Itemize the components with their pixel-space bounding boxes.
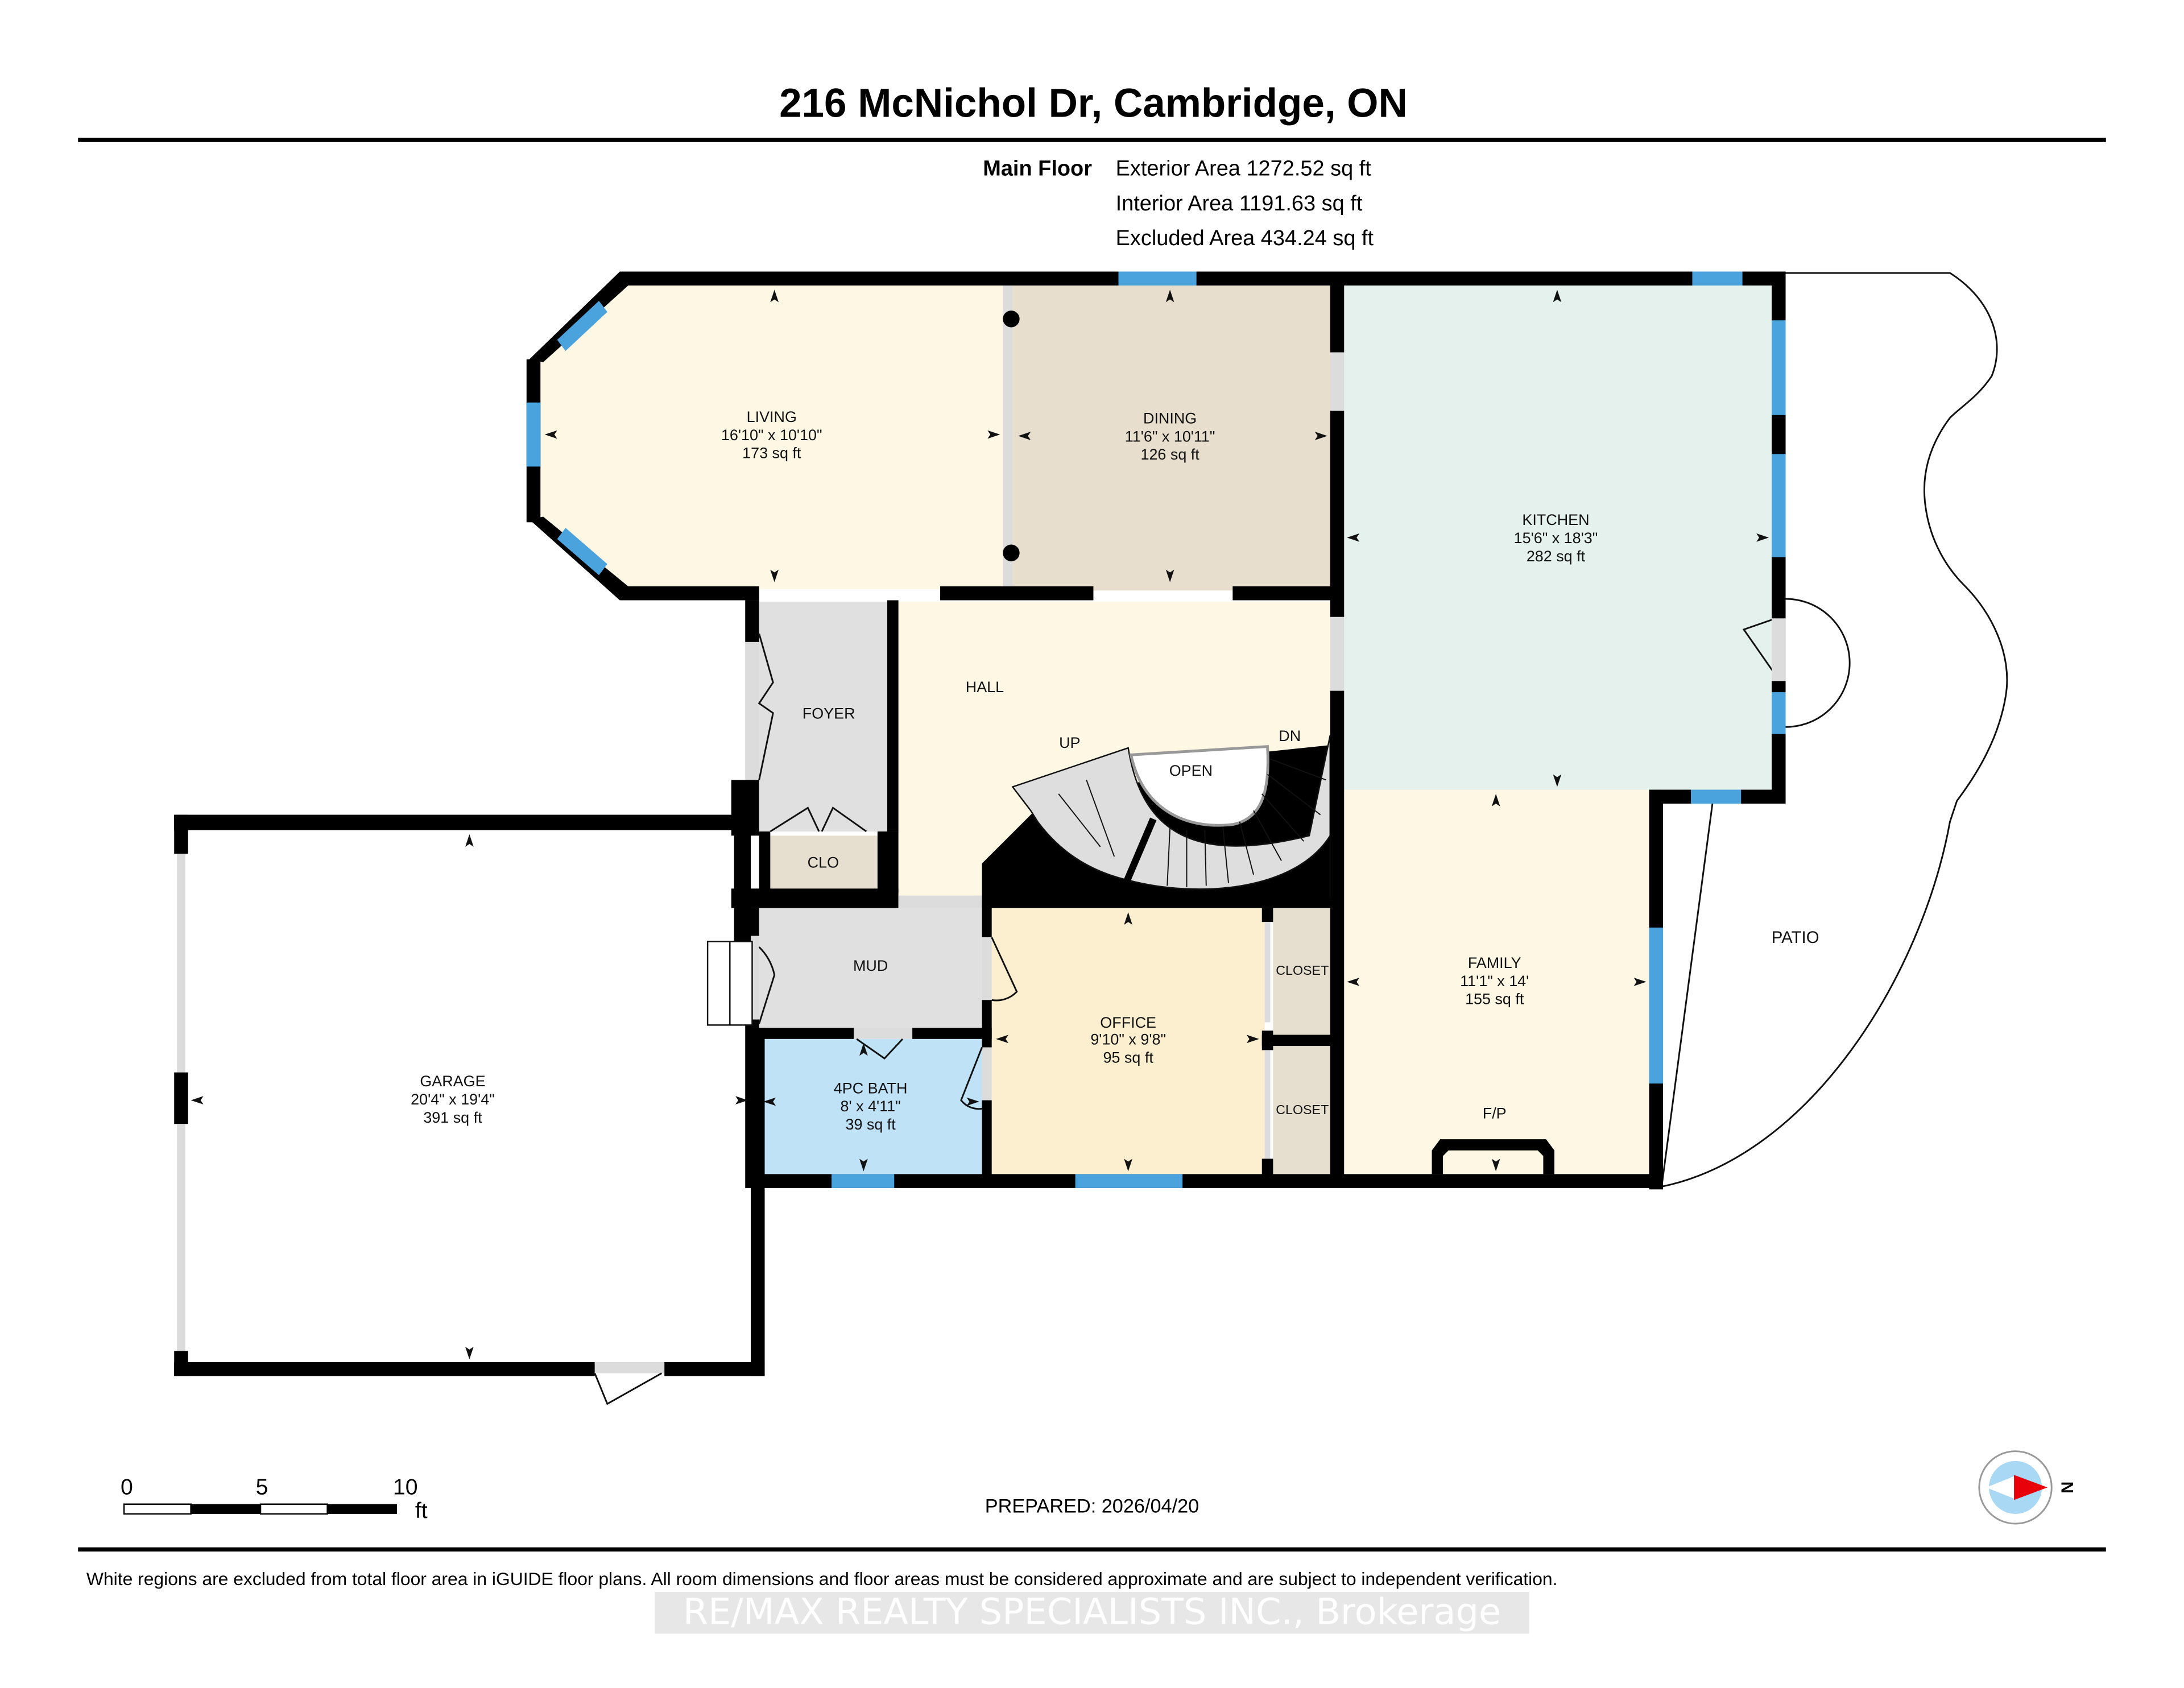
room-name-dining: DINING — [1143, 409, 1197, 427]
room-mud — [759, 908, 982, 1028]
exterior-area: Exterior Area 1272.52 sq ft — [1116, 157, 1372, 181]
scale-tick-0: 0 — [121, 1475, 133, 1500]
room-dining — [1012, 286, 1332, 591]
room-dims-office: 9'10" x 9'8" — [1090, 1031, 1166, 1048]
room-area-dining: 126 sq ft — [1140, 446, 1199, 463]
room-name-bath: 4PC BATH — [834, 1079, 908, 1097]
walls — [174, 271, 1786, 1376]
stairs-up-label: UP — [1059, 734, 1080, 751]
staircase: UP DN OPEN — [982, 727, 1331, 903]
compass-north-label: N — [2057, 1482, 2076, 1493]
fireplace-label: F/P — [1483, 1104, 1507, 1122]
header-divider — [78, 138, 2106, 142]
patio-outline — [1660, 272, 2008, 1188]
floor-label: Main Floor — [983, 157, 1092, 181]
room-area-office: 95 sq ft — [1103, 1049, 1154, 1066]
room-area-kitchen: 282 sq ft — [1527, 548, 1586, 565]
stairs-down-label: DN — [1279, 727, 1301, 744]
room-name-kitchen: KITCHEN — [1522, 511, 1589, 528]
room-dims-garage: 20'4" x 19'4" — [411, 1091, 495, 1108]
room-family — [1342, 789, 1652, 1174]
room-dims-dining: 11'6" x 10'11" — [1125, 428, 1215, 445]
room-foyer — [759, 601, 899, 831]
room-area-family: 155 sq ft — [1465, 991, 1524, 1008]
doors — [594, 598, 1851, 1405]
room-dims-kitchen: 15'6" x 18'3" — [1514, 529, 1598, 547]
scale-unit: ft — [415, 1499, 428, 1523]
room-garage — [185, 830, 754, 1362]
room-name-family: FAMILY — [1468, 954, 1521, 971]
room-labels: LIVING 16'10" x 10'10" 173 sq ft DINING … — [411, 408, 1598, 1133]
room-name-clo: CLO — [808, 854, 839, 871]
page-title: 216 McNichol Dr, Cambridge, ON — [779, 81, 1408, 126]
room-name-living: LIVING — [747, 408, 797, 425]
room-living — [539, 283, 1006, 589]
room-name-closet-2: CLOSET — [1276, 1102, 1329, 1117]
scale-tick-10: 10 — [393, 1475, 418, 1500]
room-dims-family: 11'1" x 14' — [1460, 973, 1529, 990]
room-area-garage: 391 sq ft — [423, 1109, 482, 1126]
room-name-garage: GARAGE — [420, 1073, 485, 1090]
room-dims-living: 16'10" x 10'10" — [721, 427, 822, 444]
watermark-bg — [655, 1592, 1529, 1634]
windows — [526, 271, 1786, 1188]
room-bath — [759, 1039, 982, 1174]
room-name-hall: HALL — [966, 678, 1004, 696]
room-name-foyer: FOYER — [803, 705, 855, 722]
room-area-bath: 39 sq ft — [845, 1116, 896, 1133]
room-closet-2 — [1273, 1043, 1330, 1174]
room-name-mud: MUD — [853, 957, 888, 974]
room-closet-1 — [1273, 908, 1330, 1035]
dimension-arrows — [191, 289, 1769, 1360]
interior-area: Interior Area 1191.63 sq ft — [1116, 192, 1363, 216]
room-office — [991, 908, 1265, 1174]
disclaimer-text: White regions are excluded from total fl… — [86, 1569, 1558, 1589]
scale-tick-5: 5 — [256, 1475, 268, 1500]
room-label-patio: PATIO — [1772, 928, 1819, 947]
room-dims-bath: 8' x 4'11" — [841, 1098, 901, 1115]
scale-bar: 0 5 10 ft — [121, 1475, 428, 1524]
room-name-closet-1: CLOSET — [1276, 963, 1329, 978]
room-kitchen — [1342, 286, 1774, 790]
room-area-living: 173 sq ft — [742, 445, 801, 462]
prepared-date: PREPARED: 2026/04/20 — [985, 1495, 1199, 1517]
watermark-text: RE/MAX REALTY SPECIALISTS INC., Brokerag… — [683, 1591, 1501, 1633]
excluded-area: Excluded Area 434.24 sq ft — [1116, 226, 1374, 250]
footer-divider — [78, 1547, 2106, 1552]
compass-icon: N — [1978, 1450, 2076, 1525]
stairs-open-label: OPEN — [1169, 762, 1213, 779]
room-name-office: OFFICE — [1100, 1014, 1156, 1031]
room-clo — [759, 835, 888, 889]
